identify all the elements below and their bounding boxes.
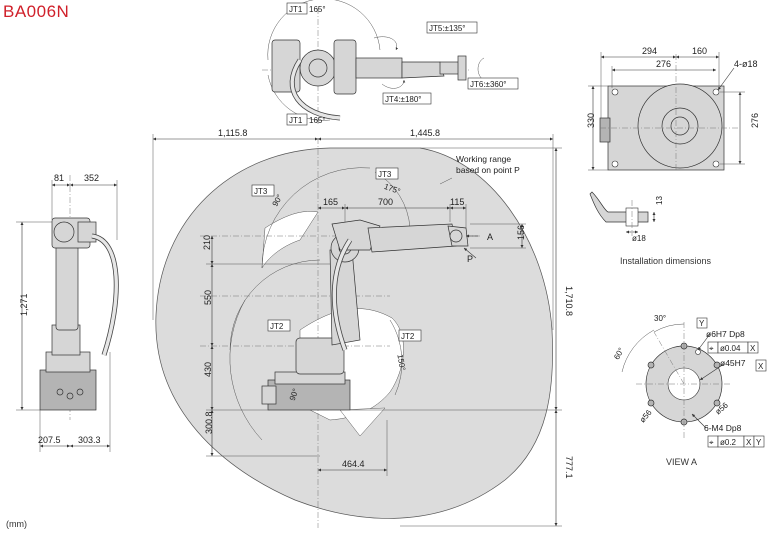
robot-side-view xyxy=(261,219,469,411)
tol-1-ref: X xyxy=(750,344,756,353)
dim-156-label: 156 xyxy=(516,225,526,240)
robot-front-view xyxy=(39,175,119,420)
tap-label: 6-M4 Dp8 xyxy=(704,423,742,433)
datum-x-label: X xyxy=(758,362,764,371)
datum-x-box xyxy=(755,359,767,372)
jt3-right-label: JT3 xyxy=(378,170,392,179)
jt2-right-angle: 150° xyxy=(395,354,407,372)
installation-section xyxy=(589,191,656,236)
dim-352-label: 352 xyxy=(84,173,99,183)
angle-30-label: 30° xyxy=(654,314,666,323)
dim-276-side-label: 276 xyxy=(750,113,760,128)
tolerance-frame-1 xyxy=(707,341,759,354)
dia-56-left-label: ø56 xyxy=(638,408,654,425)
jt1-bottom-label: JT1 xyxy=(289,116,303,125)
jt2-right-label: JT2 xyxy=(401,332,415,341)
dim-210-label: 210 xyxy=(202,235,212,250)
dim-1271-label: 1,271 xyxy=(19,293,29,316)
datum-y-label: Y xyxy=(699,319,705,328)
width-right-label: 1,445.8 xyxy=(410,128,440,138)
jt1-top-label: JT1 xyxy=(289,5,303,14)
jt4-box xyxy=(382,92,432,105)
dim-276-top-label: 276 xyxy=(656,59,671,69)
working-range-label-2: based on point P xyxy=(456,165,520,175)
jt6-label: JT6:±360° xyxy=(470,80,507,89)
datum-y-box xyxy=(696,317,708,329)
tol-2-value: ø0.2 xyxy=(720,438,737,447)
label-p: P xyxy=(467,254,473,264)
jt1-bottom-value: 165° xyxy=(309,116,326,125)
dim-294-label: 294 xyxy=(642,46,657,56)
dim-303-3-label: 303.3 xyxy=(78,435,101,445)
model-title: BA006N xyxy=(3,2,70,21)
jt3-left-box xyxy=(251,184,275,197)
tol-2-ref2: Y xyxy=(756,438,762,447)
dim-777-1-label: 777.1 xyxy=(564,456,574,479)
dim-464-4-label: 464.4 xyxy=(342,459,365,469)
jt2-left-box xyxy=(267,319,291,332)
view-a-flange xyxy=(621,322,732,440)
jt3-right-box xyxy=(375,167,399,180)
holes-label: 4-ø18 xyxy=(734,59,758,69)
jt5-box xyxy=(426,21,478,34)
robot-top-view xyxy=(262,0,485,125)
unit-label: (mm) xyxy=(6,519,27,529)
dim-115-label: 115 xyxy=(450,197,464,207)
dim-165-label: 165 xyxy=(323,197,338,207)
dim-300-8-label: 300.8 xyxy=(204,411,214,434)
dim-13-label: 13 xyxy=(655,196,664,205)
angle-60-label: 60° xyxy=(612,346,626,361)
dim-330-label: 330 xyxy=(586,113,596,128)
installation-plan xyxy=(588,52,745,172)
installation-caption: Installation dimensions xyxy=(620,256,712,266)
width-left-label: 1,115.8 xyxy=(218,128,247,138)
tol-1-value: ø0.04 xyxy=(720,344,741,353)
working-range-label-1: Working range xyxy=(456,154,511,164)
jt3-left-label: JT3 xyxy=(254,187,268,196)
jt4-label: JT4:±180° xyxy=(385,95,422,104)
view-a-caption: VIEW A xyxy=(666,457,698,467)
front-view-dimensions xyxy=(16,180,118,452)
jt2-right-box xyxy=(398,329,422,342)
dim-550-label: 550 xyxy=(203,290,213,305)
dim-700-label: 700 xyxy=(378,197,393,207)
dim-160-label: 160 xyxy=(692,46,707,56)
jt2-left-label: JT2 xyxy=(270,322,284,331)
tol-1-symbol: ⌖ xyxy=(709,344,714,353)
dim-81-label: 81 xyxy=(54,173,64,183)
tolerance-frame-2 xyxy=(707,435,765,448)
jt2-left-angle: 90° xyxy=(288,387,301,401)
label-a: A xyxy=(487,232,493,242)
dim-1710-8-label: 1,710.8 xyxy=(564,286,574,316)
jt1-top-value: 165° xyxy=(309,5,326,14)
bore-45h7-label: ø45H7 xyxy=(720,358,746,368)
dim-207-5-label: 207.5 xyxy=(38,435,61,445)
side-view-dimensions xyxy=(152,134,562,527)
dim-18-label: ø18 xyxy=(632,234,646,243)
range-inner-cut-low xyxy=(339,407,386,437)
jt6-box xyxy=(467,77,519,90)
hole-6h7-label: ø6H7 Dp8 xyxy=(706,329,745,339)
tol-2-ref1: X xyxy=(746,438,752,447)
tol-2-symbol: ⌖ xyxy=(709,438,714,447)
range-inner-cut-top xyxy=(261,211,319,269)
jt5-label: JT5:±135° xyxy=(429,24,466,33)
dim-430-label: 430 xyxy=(203,362,213,377)
jt1-top-box xyxy=(286,2,308,15)
jt1-bottom-box xyxy=(286,113,308,126)
